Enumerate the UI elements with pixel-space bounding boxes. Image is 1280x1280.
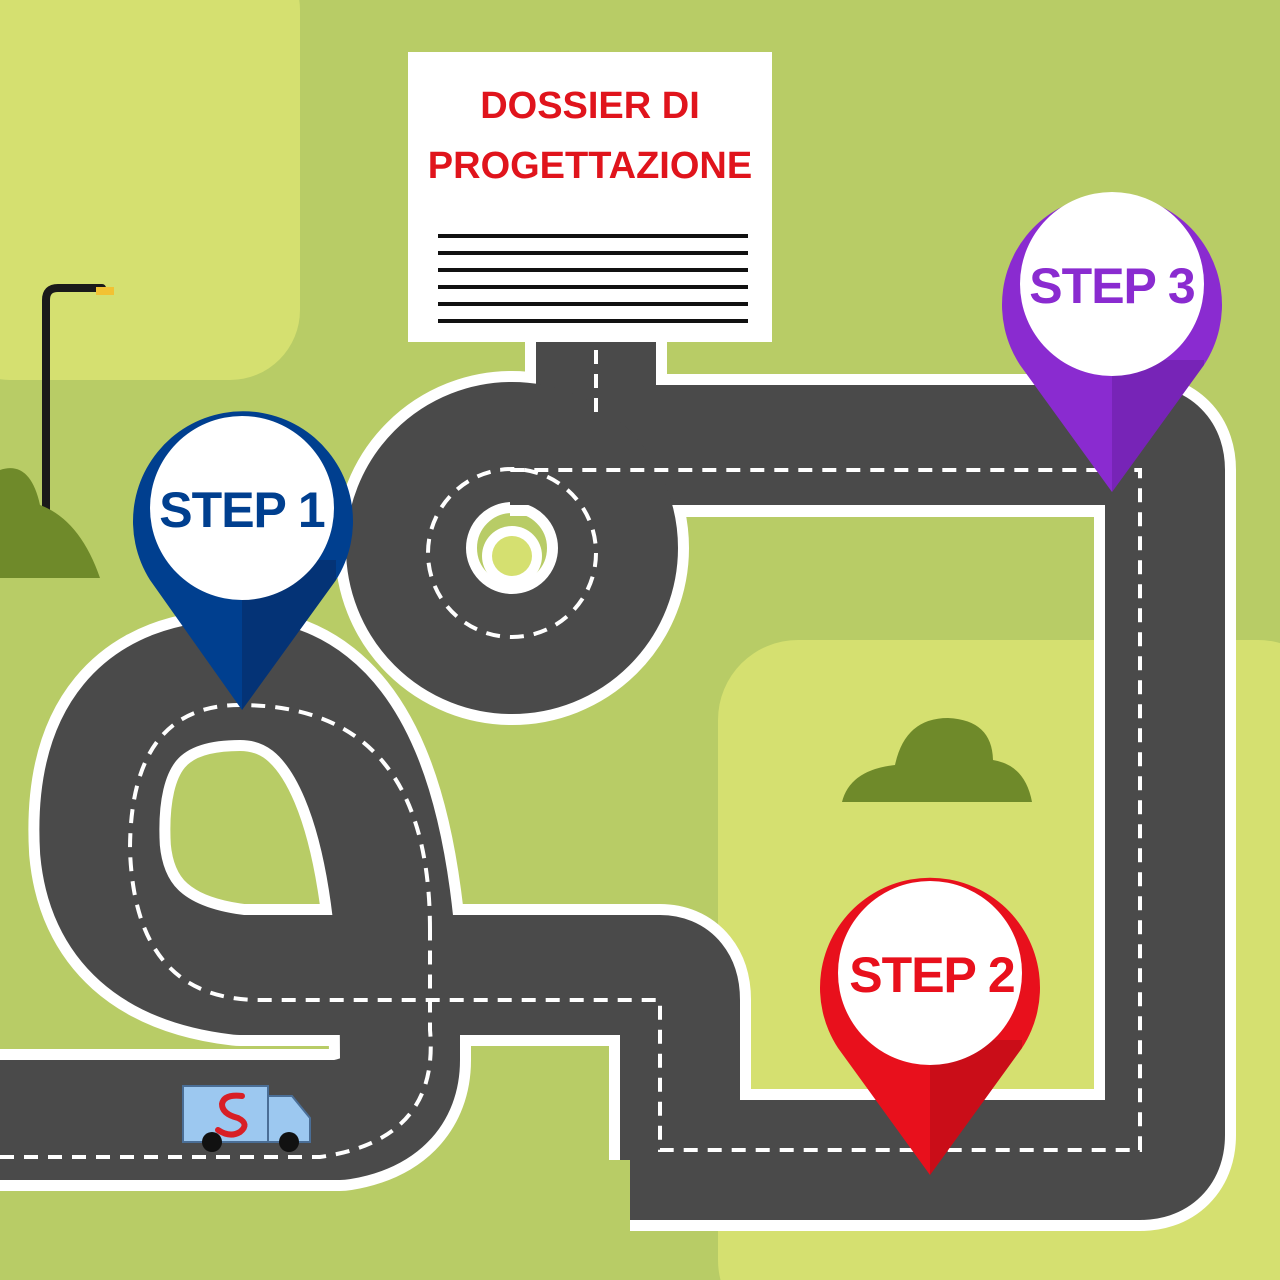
dossier-sign: DOSSIER DI PROGETTAZIONE	[408, 52, 772, 342]
sign-title-line1: DOSSIER DI	[480, 85, 700, 127]
pin-step-3[interactable]: STEP 3	[1001, 192, 1222, 493]
pin-step-1[interactable]: STEP 1	[133, 411, 353, 710]
pin-step-3-label: STEP 3	[1029, 258, 1194, 314]
street-lamp-icon	[42, 284, 114, 544]
sign-text-lines	[438, 234, 748, 323]
pin-step-2-label: STEP 2	[849, 947, 1014, 1003]
sign-title-line2: PROGETTAZIONE	[428, 145, 752, 187]
road-center-line	[0, 350, 1142, 1159]
pin-step-2[interactable]: STEP 2	[819, 877, 1040, 1175]
bush-icon	[842, 718, 1032, 802]
roundabout-island-center	[492, 536, 532, 576]
pin-step-1-label: STEP 1	[159, 482, 325, 538]
bush-icon	[0, 468, 100, 578]
delivery-truck-icon	[182, 1085, 311, 1152]
